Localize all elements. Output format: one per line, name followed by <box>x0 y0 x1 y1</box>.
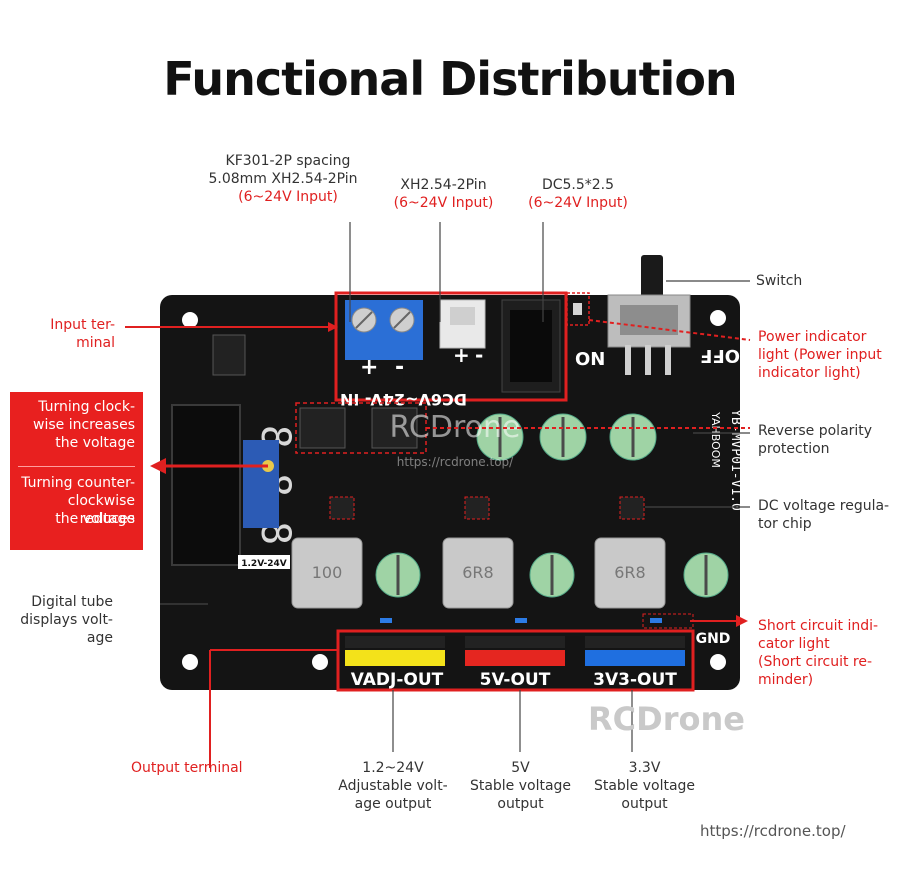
ccw-line-3: the voltage <box>55 511 135 527</box>
v33-silk: 3V3-OUT <box>593 670 677 690</box>
terminal-minus: - <box>395 355 404 380</box>
switch-lever <box>641 255 663 300</box>
short-label-1: Short circuit indi- <box>758 618 879 634</box>
v33-label-1: 3.3V <box>628 760 661 776</box>
voltage-knob-callout: Turning clock- wise increases the voltag… <box>10 392 143 550</box>
v33-label-3: output <box>621 796 668 812</box>
digital-label-2: displays volt- <box>20 612 113 628</box>
mosfet <box>371 407 418 449</box>
mount-hole <box>182 654 198 670</box>
off-silk: OFF <box>700 345 740 366</box>
dc-label: DC5.5*2.5 <box>541 177 615 193</box>
potentiometer <box>243 440 279 528</box>
xh-input: (6~24V Input) <box>393 195 494 211</box>
input-frame <box>334 291 568 402</box>
xh-label: XH2.54-2Pin <box>400 177 487 193</box>
model-silk: YB-MVP01-V1.0 <box>728 409 743 511</box>
dc-input: (6~24V Input) <box>528 195 628 211</box>
xh-plus: + <box>453 343 470 367</box>
reverse-label-2: protection <box>758 441 830 457</box>
reverse-label-1: Reverse polarity <box>758 423 873 439</box>
kf301-label-2: 5.08mm XH2.54-2Pin <box>208 171 358 187</box>
brand-silk: YAHBOOM <box>709 411 722 468</box>
ccw-line-1: Turning counter- <box>21 475 135 491</box>
input-silk-label: DC6V~24V- IN <box>340 390 467 409</box>
vadj-label-1: 1.2~24V <box>362 760 424 776</box>
digital-label-3: age <box>86 630 113 646</box>
vadj-label-2: Adjustable volt- <box>338 778 448 794</box>
terminal-plus: + <box>360 355 378 380</box>
digital-tube <box>171 404 241 566</box>
input-terminal-label-2: minal <box>76 335 115 351</box>
dc-chip-label-2: tor chip <box>758 516 812 532</box>
kf301-input: (6~24V Input) <box>238 189 338 205</box>
short-label-4: minder) <box>758 672 814 688</box>
v5-header <box>465 636 565 666</box>
mount-hole <box>710 654 726 670</box>
input-terminal-label-1: Input ter- <box>50 317 115 333</box>
regulator-chip <box>619 496 645 520</box>
mount-hole <box>710 310 726 326</box>
inductor <box>291 537 363 609</box>
cw-line-1: Turning clock- <box>38 399 135 415</box>
vadj-label-3: age output <box>354 796 432 812</box>
ccw-line-2: clockwise reduces <box>67 493 135 527</box>
vadj-silk: VADJ-OUT <box>351 670 444 690</box>
output-frame <box>336 629 695 692</box>
v5-label-3: output <box>497 796 544 812</box>
v33-header <box>585 636 685 666</box>
site-url: https://rcdrone.top/ <box>700 822 846 840</box>
inductor <box>442 537 514 609</box>
cw-line-2: wise increases <box>33 417 135 433</box>
v33-label-2: Stable voltage <box>593 778 696 794</box>
mount-hole <box>312 654 328 670</box>
digital-label-1: Digital tube <box>31 594 113 610</box>
kf301-label-1: KF301-2P spacing <box>225 153 351 169</box>
mosfet <box>299 407 346 449</box>
watermark: RCDrone <box>588 700 745 738</box>
short-label-3: (Short circuit re- <box>758 654 873 670</box>
inductor-mark: 6R8 <box>462 563 493 582</box>
inductor-mark: 100 <box>312 563 343 582</box>
on-silk: ON <box>575 349 605 370</box>
xh-minus: - <box>475 343 483 367</box>
output-terminal-label: Output terminal <box>131 760 243 776</box>
regulator-chip <box>464 496 490 520</box>
power-ind-label-3: indicator light) <box>758 365 861 381</box>
v5-label-1: 5V <box>511 760 530 776</box>
board-watermark-url: https://rcdrone.top/ <box>397 455 514 469</box>
inductor-mark: 6R8 <box>614 563 645 582</box>
inductor <box>594 537 666 609</box>
v5-label-2: Stable voltage <box>469 778 572 794</box>
range-silk: 1.2V-24V <box>241 559 287 569</box>
cw-line-3: the voltage <box>55 435 135 451</box>
mount-hole <box>182 312 198 328</box>
dc-chip-label-1: DC voltage regula- <box>758 498 890 514</box>
power-ind-label-1: Power indicator <box>758 329 867 345</box>
switch-label: Switch <box>756 273 803 289</box>
page-title: Functional Distribution <box>163 52 737 106</box>
regulator-chip <box>329 496 355 520</box>
v5-silk: 5V-OUT <box>480 670 551 690</box>
power-ind-label-2: light (Power input <box>758 347 882 363</box>
short-label-2: cator light <box>758 636 830 652</box>
gnd-silk: GND <box>696 631 731 647</box>
vadj-header <box>345 636 445 666</box>
